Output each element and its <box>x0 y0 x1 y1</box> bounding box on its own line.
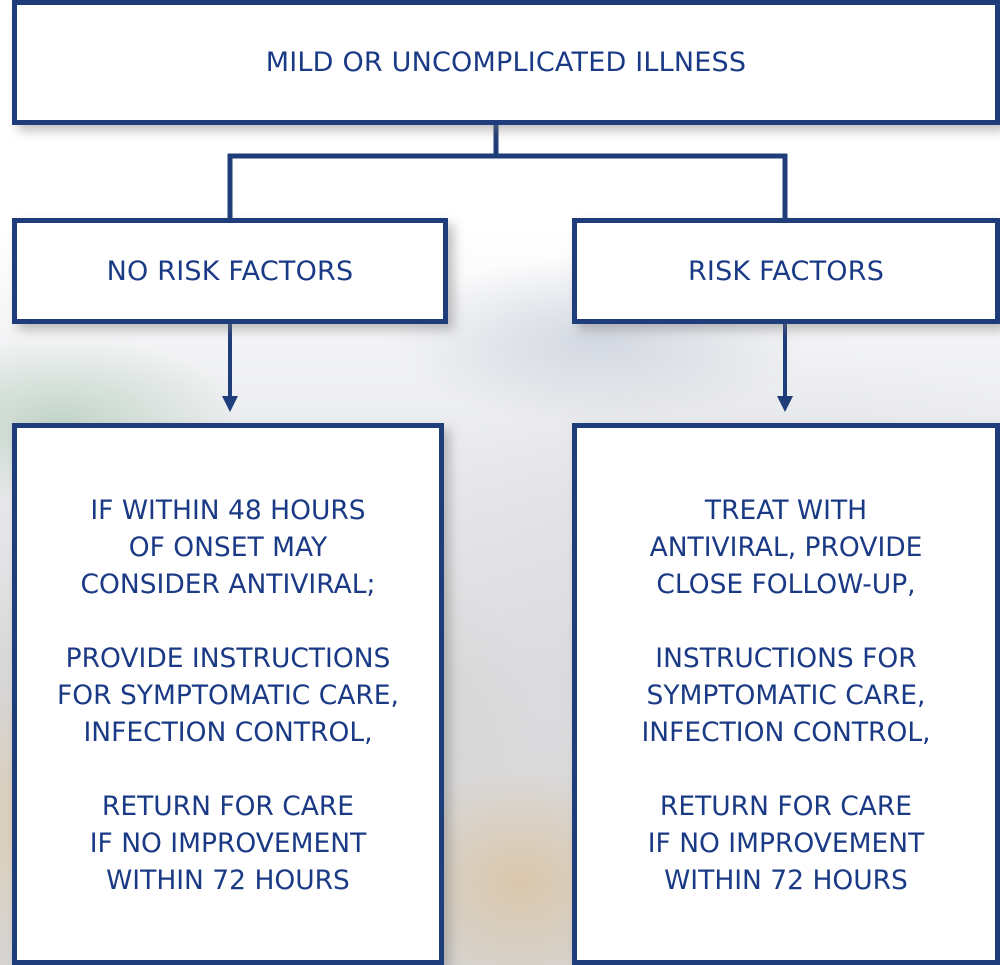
instruction-line: PROVIDE INSTRUCTIONS <box>65 642 391 674</box>
instruction-paragraph: RETURN FOR CARE IF NO IMPROVEMENT WITHIN… <box>648 788 925 899</box>
risk-factors-instructions: TREAT WITH ANTIVIRAL, PROVIDE CLOSE FOLL… <box>641 490 930 899</box>
instruction-line: INFECTION CONTROL, <box>83 716 373 748</box>
instruction-line: INFECTION CONTROL, <box>641 716 931 748</box>
instruction-line: IF WITHIN 48 HOURS <box>90 494 366 526</box>
no-risk-factors-box: NO RISK FACTORS <box>12 218 448 324</box>
instruction-line: SYMPTOMATIC CARE, <box>646 679 926 711</box>
instruction-line: IF NO IMPROVEMENT <box>647 827 925 859</box>
instruction-line: FOR SYMPTOMATIC CARE, <box>57 679 399 711</box>
risk-factors-instructions-box: TREAT WITH ANTIVIRAL, PROVIDE CLOSE FOLL… <box>572 423 1000 965</box>
instruction-paragraph: INSTRUCTIONS FOR SYMPTOMATIC CARE, INFEC… <box>641 640 930 751</box>
instruction-line: INSTRUCTIONS FOR <box>655 642 917 674</box>
risk-factors-label: RISK FACTORS <box>687 255 885 287</box>
instruction-line: RETURN FOR CARE <box>659 790 913 822</box>
instruction-line: IF NO IMPROVEMENT <box>89 827 367 859</box>
risk-factors-box: RISK FACTORS <box>572 218 1000 324</box>
instruction-line: OF ONSET MAY <box>128 531 328 563</box>
instruction-line: RETURN FOR CARE <box>101 790 355 822</box>
instruction-line: WITHIN 72 HOURS <box>106 864 350 896</box>
instruction-paragraph: TREAT WITH ANTIVIRAL, PROVIDE CLOSE FOLL… <box>650 492 923 603</box>
arrow-left-head <box>222 396 238 412</box>
no-risk-factors-instructions-box: IF WITHIN 48 HOURS OF ONSET MAY CONSIDER… <box>12 423 444 965</box>
mild-illness-box: MILD OR UNCOMPLICATED ILLNESS <box>12 0 1000 125</box>
no-risk-factors-instructions: IF WITHIN 48 HOURS OF ONSET MAY CONSIDER… <box>57 490 399 899</box>
instruction-line: WITHIN 72 HOURS <box>664 864 908 896</box>
instruction-paragraph: RETURN FOR CARE IF NO IMPROVEMENT WITHIN… <box>90 788 367 899</box>
arrow-right-head <box>777 396 793 412</box>
instruction-paragraph: IF WITHIN 48 HOURS OF ONSET MAY CONSIDER… <box>81 492 376 603</box>
instruction-paragraph: PROVIDE INSTRUCTIONS FOR SYMPTOMATIC CAR… <box>57 640 399 751</box>
instruction-line: CLOSE FOLLOW-UP, <box>656 568 916 600</box>
instruction-line: ANTIVIRAL, PROVIDE <box>649 531 923 563</box>
mild-illness-label: MILD OR UNCOMPLICATED ILLNESS <box>265 47 747 78</box>
no-risk-factors-label: NO RISK FACTORS <box>106 255 354 287</box>
instruction-line: CONSIDER ANTIVIRAL; <box>80 568 376 600</box>
instruction-line: TREAT WITH <box>704 494 868 526</box>
